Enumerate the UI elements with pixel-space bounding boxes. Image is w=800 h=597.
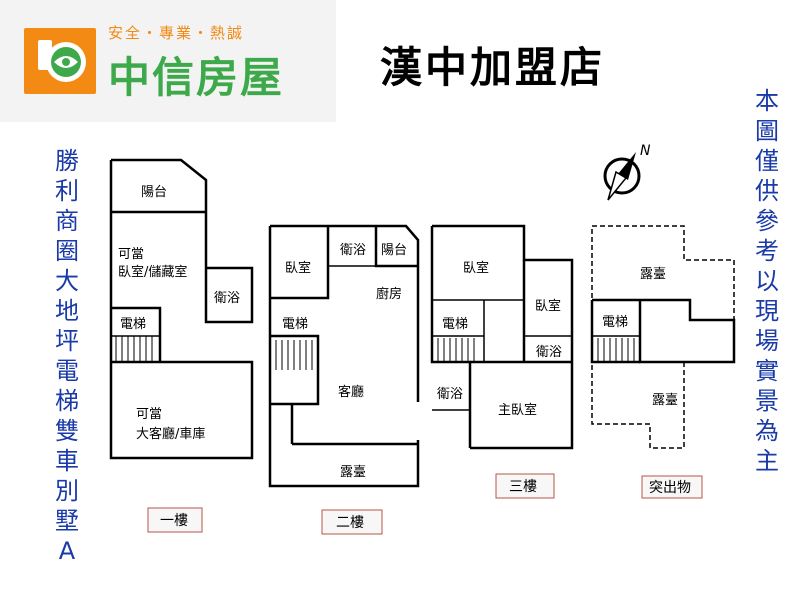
room-2f-elevator: 電梯 [282, 317, 308, 332]
brand-name: 中信房屋 [108, 53, 285, 102]
roof-stairs [597, 338, 635, 362]
floor-3-plan [430, 224, 574, 450]
floor-3-stairs [437, 338, 475, 362]
room-1f-bedroom-line1: 可當 [118, 247, 144, 262]
room-2f-terrace: 露臺 [340, 465, 366, 480]
floor-1-stairs [115, 336, 153, 362]
floor-label-2f: 二樓 [321, 509, 383, 535]
room-roof-elevator: 電梯 [602, 315, 628, 330]
store-name: 漢中加盟店 [380, 43, 606, 92]
logo-icon [24, 28, 96, 94]
room-1f-bedroom-line2: 臥室/儲藏室 [118, 264, 187, 280]
room-3f-bath-1: 衛浴 [536, 345, 562, 360]
compass-icon: N [603, 143, 651, 201]
roof-plan [590, 225, 736, 449]
slogan: 安全・專業・熱誠 [108, 24, 245, 42]
room-3f-master: 主臥室 [498, 402, 537, 418]
room-1f-elevator: 電梯 [120, 317, 146, 332]
floor-label-3f-text: 三樓 [509, 479, 537, 495]
room-roof-terrace-2: 露臺 [652, 393, 678, 408]
floor-label-roof: 突出物 [641, 475, 703, 499]
room-2f-living: 客廳 [338, 384, 364, 400]
floor-label-3f: 三樓 [495, 473, 555, 499]
floor-2-stairs [275, 340, 313, 370]
floor-2-plan [268, 224, 420, 488]
room-3f-bath-2: 衛浴 [437, 387, 463, 402]
room-2f-bedroom: 臥室 [285, 260, 311, 276]
room-3f-bedroom-2: 臥室 [535, 298, 561, 314]
room-roof-terrace-1: 露臺 [640, 267, 666, 282]
floor-1-plan [109, 158, 254, 460]
floor-label-1f-text: 一樓 [160, 513, 188, 529]
room-2f-balcony: 陽台 [381, 243, 407, 258]
room-1f-balcony: 陽台 [141, 185, 167, 200]
room-1f-bath: 衛浴 [214, 291, 240, 306]
disclaimer: 本圖僅供參考以現場實景為主 [755, 87, 779, 475]
room-2f-bath: 衛浴 [340, 243, 366, 258]
floor-label-roof-text: 突出物 [649, 480, 691, 496]
room-1f-garage-line2: 大客廳/車庫 [136, 426, 205, 442]
listing-title: 勝利商圈大地坪電梯雙車別墅A [55, 147, 79, 565]
floor-label-2f-text: 二樓 [336, 515, 364, 531]
room-2f-kitchen: 廚房 [376, 286, 402, 302]
compass-label: N [640, 143, 651, 159]
room-3f-bedroom-1: 臥室 [463, 260, 489, 276]
room-3f-elevator: 電梯 [442, 317, 468, 332]
room-1f-garage-line1: 可當 [136, 407, 162, 422]
floor-label-1f: 一樓 [147, 507, 203, 533]
